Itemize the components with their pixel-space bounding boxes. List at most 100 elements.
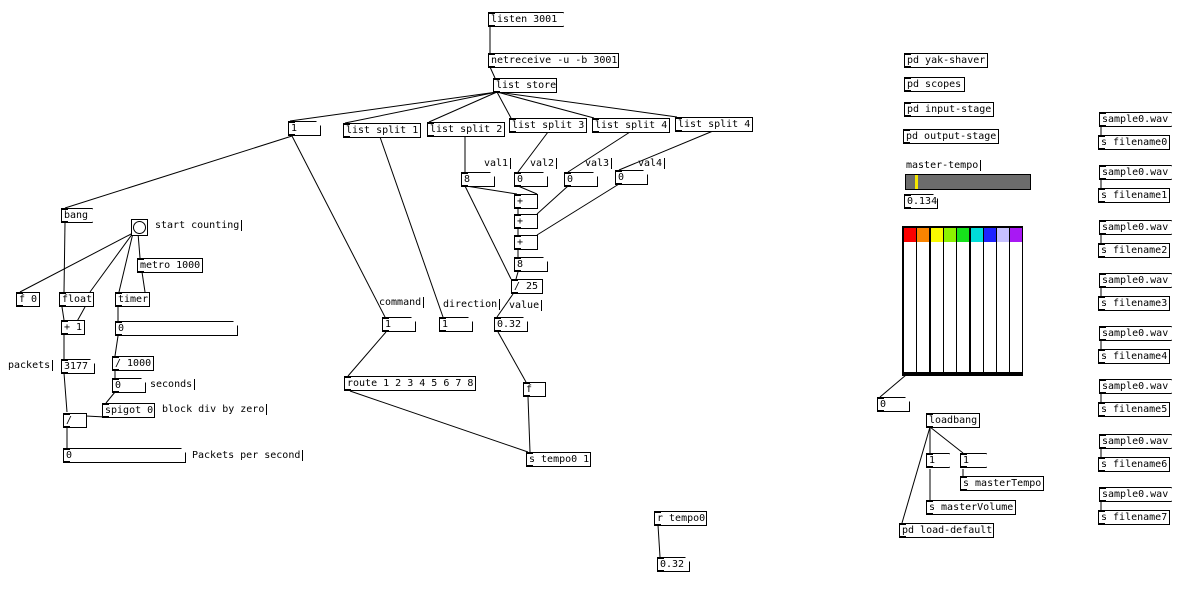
value-number-atom[interactable]: 0.32 xyxy=(494,317,528,332)
sample-message-3[interactable]: sample0.wav xyxy=(1099,273,1172,288)
val4-number-atom[interactable]: 0 xyxy=(615,170,648,185)
val1-value: 8 xyxy=(464,174,471,185)
channel-slider-level-bar xyxy=(970,372,983,374)
divide-1000-object[interactable]: / 1000 xyxy=(112,356,154,371)
bang-message[interactable]: bang xyxy=(61,208,93,223)
val3-number-atom[interactable]: 0 xyxy=(564,172,598,187)
channel-slider-1[interactable] xyxy=(916,227,931,375)
val2-number-atom[interactable]: 0 xyxy=(514,172,548,187)
send-tempo0-object[interactable]: s tempo0 1 xyxy=(526,452,591,467)
spigot-text: spigot 0 xyxy=(105,405,154,416)
packets-number-atom[interactable]: 3177 xyxy=(61,359,95,374)
val1-number-atom[interactable]: 8 xyxy=(461,172,495,187)
pd-load-default-text: pd load-default xyxy=(902,525,993,536)
channel-slider-level-bar xyxy=(917,372,930,374)
send-filename-2[interactable]: s filename2 xyxy=(1098,243,1170,258)
send-filename-7[interactable]: s filename7 xyxy=(1098,510,1170,525)
netreceive-text: netreceive -u -b 3001 xyxy=(491,55,618,66)
channel-slider-4[interactable] xyxy=(956,227,971,375)
pd-load-default-subpatch[interactable]: pd load-default xyxy=(899,523,994,538)
send-filename-4[interactable]: s filename4 xyxy=(1098,349,1170,364)
direction-number-atom[interactable]: 1 xyxy=(439,317,473,332)
divide-25-object[interactable]: / 25 xyxy=(511,279,543,294)
f0-text: f 0 xyxy=(19,294,38,305)
send-filename-0[interactable]: s filename0 xyxy=(1098,135,1170,150)
sum-number-atom[interactable]: 8 xyxy=(514,257,548,272)
divide-object[interactable]: / xyxy=(63,413,87,428)
channel-slider-3[interactable] xyxy=(942,227,957,375)
send-master-tempo-object[interactable]: s masterTempo xyxy=(960,476,1044,491)
send-master-volume-object[interactable]: s masterVolume xyxy=(926,500,1016,515)
sample-message-text: sample0.wav xyxy=(1102,167,1169,178)
command-number-atom[interactable]: 1 xyxy=(382,317,416,332)
seconds-number-atom[interactable]: 0 xyxy=(112,378,146,393)
sample-message-6[interactable]: sample0.wav xyxy=(1099,434,1172,449)
channel-slider-6[interactable] xyxy=(982,227,997,375)
channel-slider-level-bar xyxy=(930,372,943,374)
toggle-number-atom[interactable]: 1 xyxy=(288,121,321,136)
pps-number-atom[interactable]: 0 xyxy=(63,448,186,463)
receive-tempo0-text: r tempo0 xyxy=(657,513,706,524)
toggle-number-value: 1 xyxy=(291,123,298,134)
channel-slider-2[interactable] xyxy=(929,227,944,375)
pd-input-stage-subpatch[interactable]: pd input-stage xyxy=(904,102,994,117)
plus-b-object[interactable]: + xyxy=(514,214,538,229)
plus-c-object[interactable]: + xyxy=(514,235,538,250)
list-split-3-object[interactable]: list split 3 xyxy=(509,118,587,133)
sample-message-text: sample0.wav xyxy=(1102,114,1169,125)
bang-button[interactable] xyxy=(131,219,148,236)
sample-message-1[interactable]: sample0.wav xyxy=(1099,165,1172,180)
list-split-4b-object[interactable]: list split 4 xyxy=(675,117,753,132)
timer-object[interactable]: timer xyxy=(115,292,150,307)
f-object[interactable]: f xyxy=(523,382,546,397)
master-tempo-slider[interactable] xyxy=(905,174,1031,190)
timer-number-atom[interactable]: 0 xyxy=(115,321,238,336)
channel-slider-7[interactable] xyxy=(996,227,1011,375)
sample-message-5[interactable]: sample0.wav xyxy=(1099,379,1172,394)
spigot-object[interactable]: spigot 0 xyxy=(102,403,155,418)
msg-1a[interactable]: 1 xyxy=(926,453,950,468)
list-split-1-object[interactable]: list split 1 xyxy=(343,123,421,138)
master-tempo-slider-knob[interactable] xyxy=(915,175,918,189)
float-object[interactable]: float xyxy=(59,292,94,307)
send-filename-5[interactable]: s filename5 xyxy=(1098,402,1170,417)
loadbang-object[interactable]: loadbang xyxy=(926,413,980,428)
pd-output-stage-subpatch[interactable]: pd output-stage xyxy=(903,129,999,144)
val2-value: 0 xyxy=(517,174,524,185)
channel-slider-color-cap xyxy=(917,228,930,242)
channel-slider-number-atom[interactable]: 0 xyxy=(877,397,910,412)
receive-tempo0-object[interactable]: r tempo0 xyxy=(654,511,707,526)
master-tempo-number-atom[interactable]: 0.134 xyxy=(904,194,938,209)
list-split-4a-object[interactable]: list split 4 xyxy=(592,118,670,133)
msg-1b[interactable]: 1 xyxy=(960,453,987,468)
f0-object[interactable]: f 0 xyxy=(16,292,40,307)
list-split-2-object[interactable]: list split 2 xyxy=(427,122,505,137)
plus-one-object[interactable]: + 1 xyxy=(61,320,85,335)
channel-slider-8[interactable] xyxy=(1009,227,1024,375)
send-filename-6[interactable]: s filename6 xyxy=(1098,457,1170,472)
sample-message-7[interactable]: sample0.wav xyxy=(1099,487,1172,502)
pd-scopes-subpatch[interactable]: pd scopes xyxy=(904,77,965,92)
channel-slider-0[interactable] xyxy=(903,227,917,375)
channel-slider-5[interactable] xyxy=(969,227,984,375)
packets-comment: packets xyxy=(8,359,53,372)
sample-message-4[interactable]: sample0.wav xyxy=(1099,326,1172,341)
bang-message-text: bang xyxy=(64,210,89,221)
send-filename-3[interactable]: s filename3 xyxy=(1098,296,1170,311)
receive-tempo0-number-atom[interactable]: 0.32 xyxy=(657,557,690,572)
metro-object[interactable]: metro 1000 xyxy=(137,258,203,273)
listen-message-text: listen 3001 xyxy=(491,14,558,25)
sample-message-2[interactable]: sample0.wav xyxy=(1099,220,1172,235)
plus-a-object[interactable]: + xyxy=(514,194,538,209)
netreceive-object[interactable]: netreceive -u -b 3001 xyxy=(488,53,619,68)
channel-slider-color-cap xyxy=(943,228,956,242)
sample-message-0[interactable]: sample0.wav xyxy=(1099,112,1172,127)
pd-yak-shaver-subpatch[interactable]: pd yak-shaver xyxy=(904,53,988,68)
list-store-object[interactable]: list store xyxy=(493,78,557,93)
list-store-text: list store xyxy=(496,80,557,91)
listen-message[interactable]: listen 3001 xyxy=(488,12,564,27)
route-object[interactable]: route 1 2 3 4 5 6 7 8 xyxy=(344,376,476,391)
send-filename-1[interactable]: s filename1 xyxy=(1098,188,1170,203)
channel-sliders-array[interactable] xyxy=(902,226,1024,376)
